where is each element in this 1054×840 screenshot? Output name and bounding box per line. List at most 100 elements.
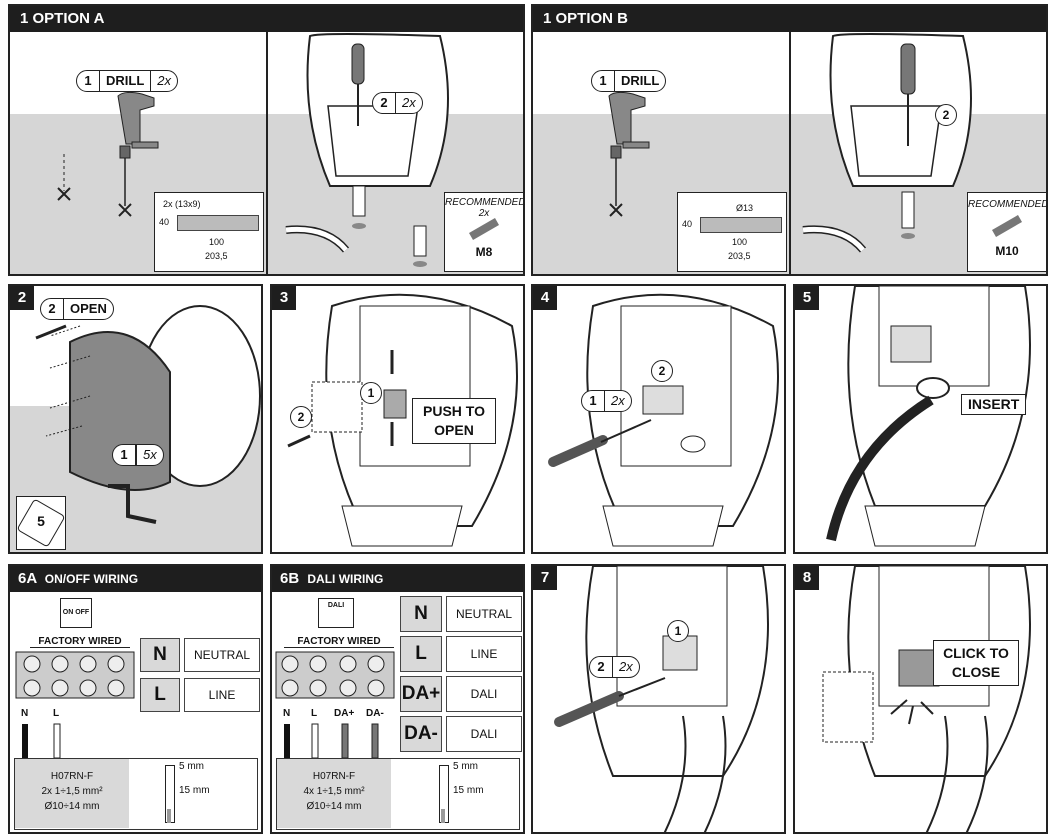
on-off-icon: ON OFF <box>60 598 92 628</box>
divider <box>789 32 791 274</box>
legend-key-n: N <box>400 596 442 632</box>
panel-dali-wiring: 6B DALI WIRING DALI FACTORY WIRED N L DA… <box>270 564 525 834</box>
step-text: DRILL <box>621 73 660 88</box>
cable-diameter: Ø10÷14 mm <box>306 801 362 812</box>
wire-label-n: N <box>21 708 29 719</box>
drill-step-label: 1 DRILL <box>591 70 667 92</box>
insert-callout: INSERT <box>961 394 1027 415</box>
strip-short-label: 5 mm <box>179 761 204 772</box>
lamp-open-illustration <box>35 305 261 524</box>
panel-number: 3 <box>272 286 296 310</box>
open-step-label: 2 OPEN <box>40 298 114 320</box>
step-number: 1 <box>582 391 605 411</box>
strip-long-label: 15 mm <box>453 785 484 796</box>
cable-diameter: Ø10÷14 mm <box>44 801 100 812</box>
height-label: 40 <box>682 219 693 229</box>
hex-size: 5 <box>37 513 45 529</box>
cable-spec: H07RN-F 2x 1÷1,5 mm² Ø10÷14 mm <box>15 759 129 828</box>
panel-step-2: 2 2 OPEN 1 5x 5 <box>8 284 263 554</box>
screw-terminal-illustration <box>548 293 779 547</box>
holes-label: 2x (13x9) <box>163 199 201 209</box>
bracket-plate <box>700 217 782 233</box>
panel-title: DALI WIRING <box>307 572 384 586</box>
wire-label-l: L <box>53 708 60 719</box>
panel-number: 5 <box>795 286 819 310</box>
cable-section: 4x 1÷1,5 mm² <box>303 786 365 797</box>
panel-step-4: 4 1 2x 2 <box>531 284 786 554</box>
screw-size: M10 <box>995 244 1019 258</box>
panel-step-5: 5 INSERT <box>793 284 1048 554</box>
wire-label-l: L <box>311 708 318 719</box>
dali-icon: DALI <box>318 598 354 628</box>
step-number: 2 <box>373 93 396 113</box>
cable-spec: H07RN-F 4x 1÷1,5 mm² Ø10÷14 mm <box>277 759 391 828</box>
step-text: OPEN <box>70 301 107 316</box>
spacing-label: 100 <box>209 237 225 247</box>
panel-number: 6B <box>280 570 300 587</box>
step-2-marker: 2 <box>290 406 312 428</box>
legend-value-da-minus: DALI <box>446 716 522 752</box>
step-count: 2x <box>150 71 177 91</box>
panel-number: 4 <box>533 286 557 310</box>
panel-step-3: 3 1 2 PUSH TO OPEN <box>270 284 525 554</box>
key-step-label: 1 5x <box>112 444 164 466</box>
push-to-open-callout: PUSH TO OPEN <box>412 398 496 444</box>
wire-label-da-minus: DA- <box>366 708 384 719</box>
width-label: 203,5 <box>728 251 751 261</box>
strip-length-diagram-core <box>167 809 171 823</box>
screw-size: M8 <box>475 245 493 259</box>
screw-icon <box>469 218 499 240</box>
terminal-block-illustration <box>15 651 135 759</box>
panel-number: 7 <box>533 566 557 590</box>
click-to-close-callout: CLICK TO CLOSE <box>933 640 1019 686</box>
wire-label-da-plus: DA+ <box>334 708 355 719</box>
panel-header: 6B DALI WIRING <box>272 566 523 592</box>
strip-long-label: 15 mm <box>179 785 210 796</box>
step-number: 1 <box>113 445 136 465</box>
cable-type: H07RN-F <box>50 771 94 782</box>
panel-option-b: 1 OPTION B 1 DRILL Ø13 40 100 203,5 2 RE… <box>531 4 1048 276</box>
factory-wired-label: FACTORY WIRED <box>284 636 394 648</box>
wire-label-n: N <box>283 708 291 719</box>
legend-value-da-plus: DALI <box>446 676 522 712</box>
step-1-marker: 1 <box>667 620 689 642</box>
spacing-label: 100 <box>732 237 748 247</box>
step-number: 2 <box>590 657 613 677</box>
terminal-screw-illustration <box>554 566 769 832</box>
panel-number: 6A <box>18 570 37 587</box>
recommended-screw-box: RECOMMENDED 2x M8 <box>444 192 523 272</box>
height-label: 40 <box>159 217 170 227</box>
close-cover-illustration <box>822 566 1031 832</box>
hex-key-size-box: 5 <box>16 496 66 550</box>
drill-dimensions-box: Ø13 40 100 203,5 <box>677 192 787 272</box>
recommended-screw-box: RECOMMENDED M10 <box>967 192 1048 272</box>
width-label: 203,5 <box>205 251 228 261</box>
screw-icon <box>992 215 1022 237</box>
panel-title: ON/OFF WIRING <box>44 572 139 586</box>
step-count: 2x <box>619 659 633 674</box>
panel-header: 1 OPTION B <box>533 6 1046 32</box>
step-count: 5x <box>136 445 163 465</box>
screw-step-label: 2 2x <box>589 656 640 678</box>
legend-value-l: LINE <box>446 636 522 672</box>
screw-step-label: 2 2x <box>372 92 423 114</box>
panel-number: 8 <box>795 566 819 590</box>
divider <box>266 32 268 274</box>
legend-key-l: L <box>400 636 442 672</box>
recommended-title: RECOMMENDED <box>968 199 1048 210</box>
legend-value-n: NEUTRAL <box>184 638 260 672</box>
step-count: 2x <box>611 393 625 408</box>
step-2-marker: 2 <box>651 360 673 382</box>
screw-step-number: 2 <box>935 104 957 126</box>
panel-number: 2 <box>10 286 34 310</box>
drill-step-label: 1 DRILL 2x <box>76 70 179 92</box>
icon-text: ON OFF <box>62 609 90 616</box>
step-number: 1 <box>592 71 615 91</box>
step-text: DRILL <box>106 73 145 88</box>
bracket-plate <box>177 215 259 231</box>
strip-short-label: 5 mm <box>453 761 478 772</box>
lamp-bracket-illustration <box>802 33 972 253</box>
cable-section: 2x 1÷1,5 mm² <box>41 786 103 797</box>
panel-step-7: 7 1 2 2x <box>531 564 786 834</box>
legend-key-n: N <box>140 638 180 672</box>
